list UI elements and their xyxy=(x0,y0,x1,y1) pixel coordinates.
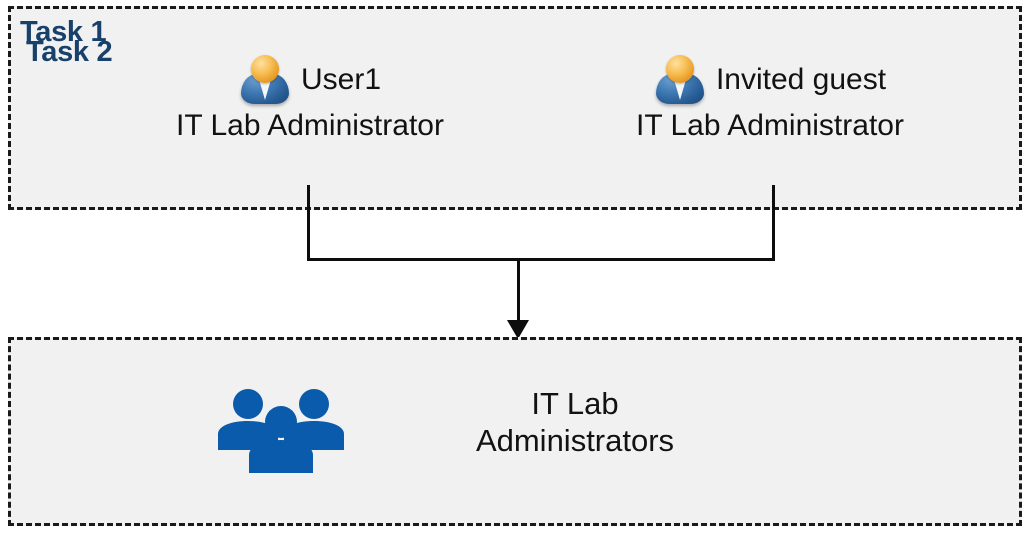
person-invited-guest-header: Invited guest xyxy=(590,52,950,108)
person-invited-guest: Invited guest IT Lab Administrator xyxy=(590,52,950,142)
task-2-label: Task 2 xyxy=(26,36,113,68)
person-user1: User1 IT Lab Administrator xyxy=(130,52,490,142)
user-icon-head xyxy=(250,55,279,83)
task-2-container xyxy=(8,337,1022,526)
task-1-label: Task 1 xyxy=(20,16,107,48)
person-invited-guest-name: Invited guest xyxy=(715,63,887,97)
person-invited-guest-role: IT Lab Administrator xyxy=(636,109,904,142)
connector-down-vertical xyxy=(517,258,520,324)
user-icon xyxy=(654,54,706,106)
person-user1-name: User1 xyxy=(300,63,382,97)
arrow-down-icon xyxy=(507,320,529,339)
connector-left-vertical xyxy=(307,185,310,261)
group-name-line-2: Administrators xyxy=(475,423,675,459)
connector-right-vertical xyxy=(772,185,775,261)
person-user1-role: IT Lab Administrator xyxy=(176,109,444,142)
group-name: IT Lab Administrators xyxy=(395,385,755,459)
people-group-icon xyxy=(214,388,348,476)
task-1-container xyxy=(8,6,1022,210)
person-user1-header: User1 xyxy=(130,52,490,108)
connector-horizontal xyxy=(307,258,775,261)
group-name-line-1: IT Lab xyxy=(531,386,619,421)
user-icon xyxy=(239,54,291,106)
user-icon-head xyxy=(665,55,694,83)
